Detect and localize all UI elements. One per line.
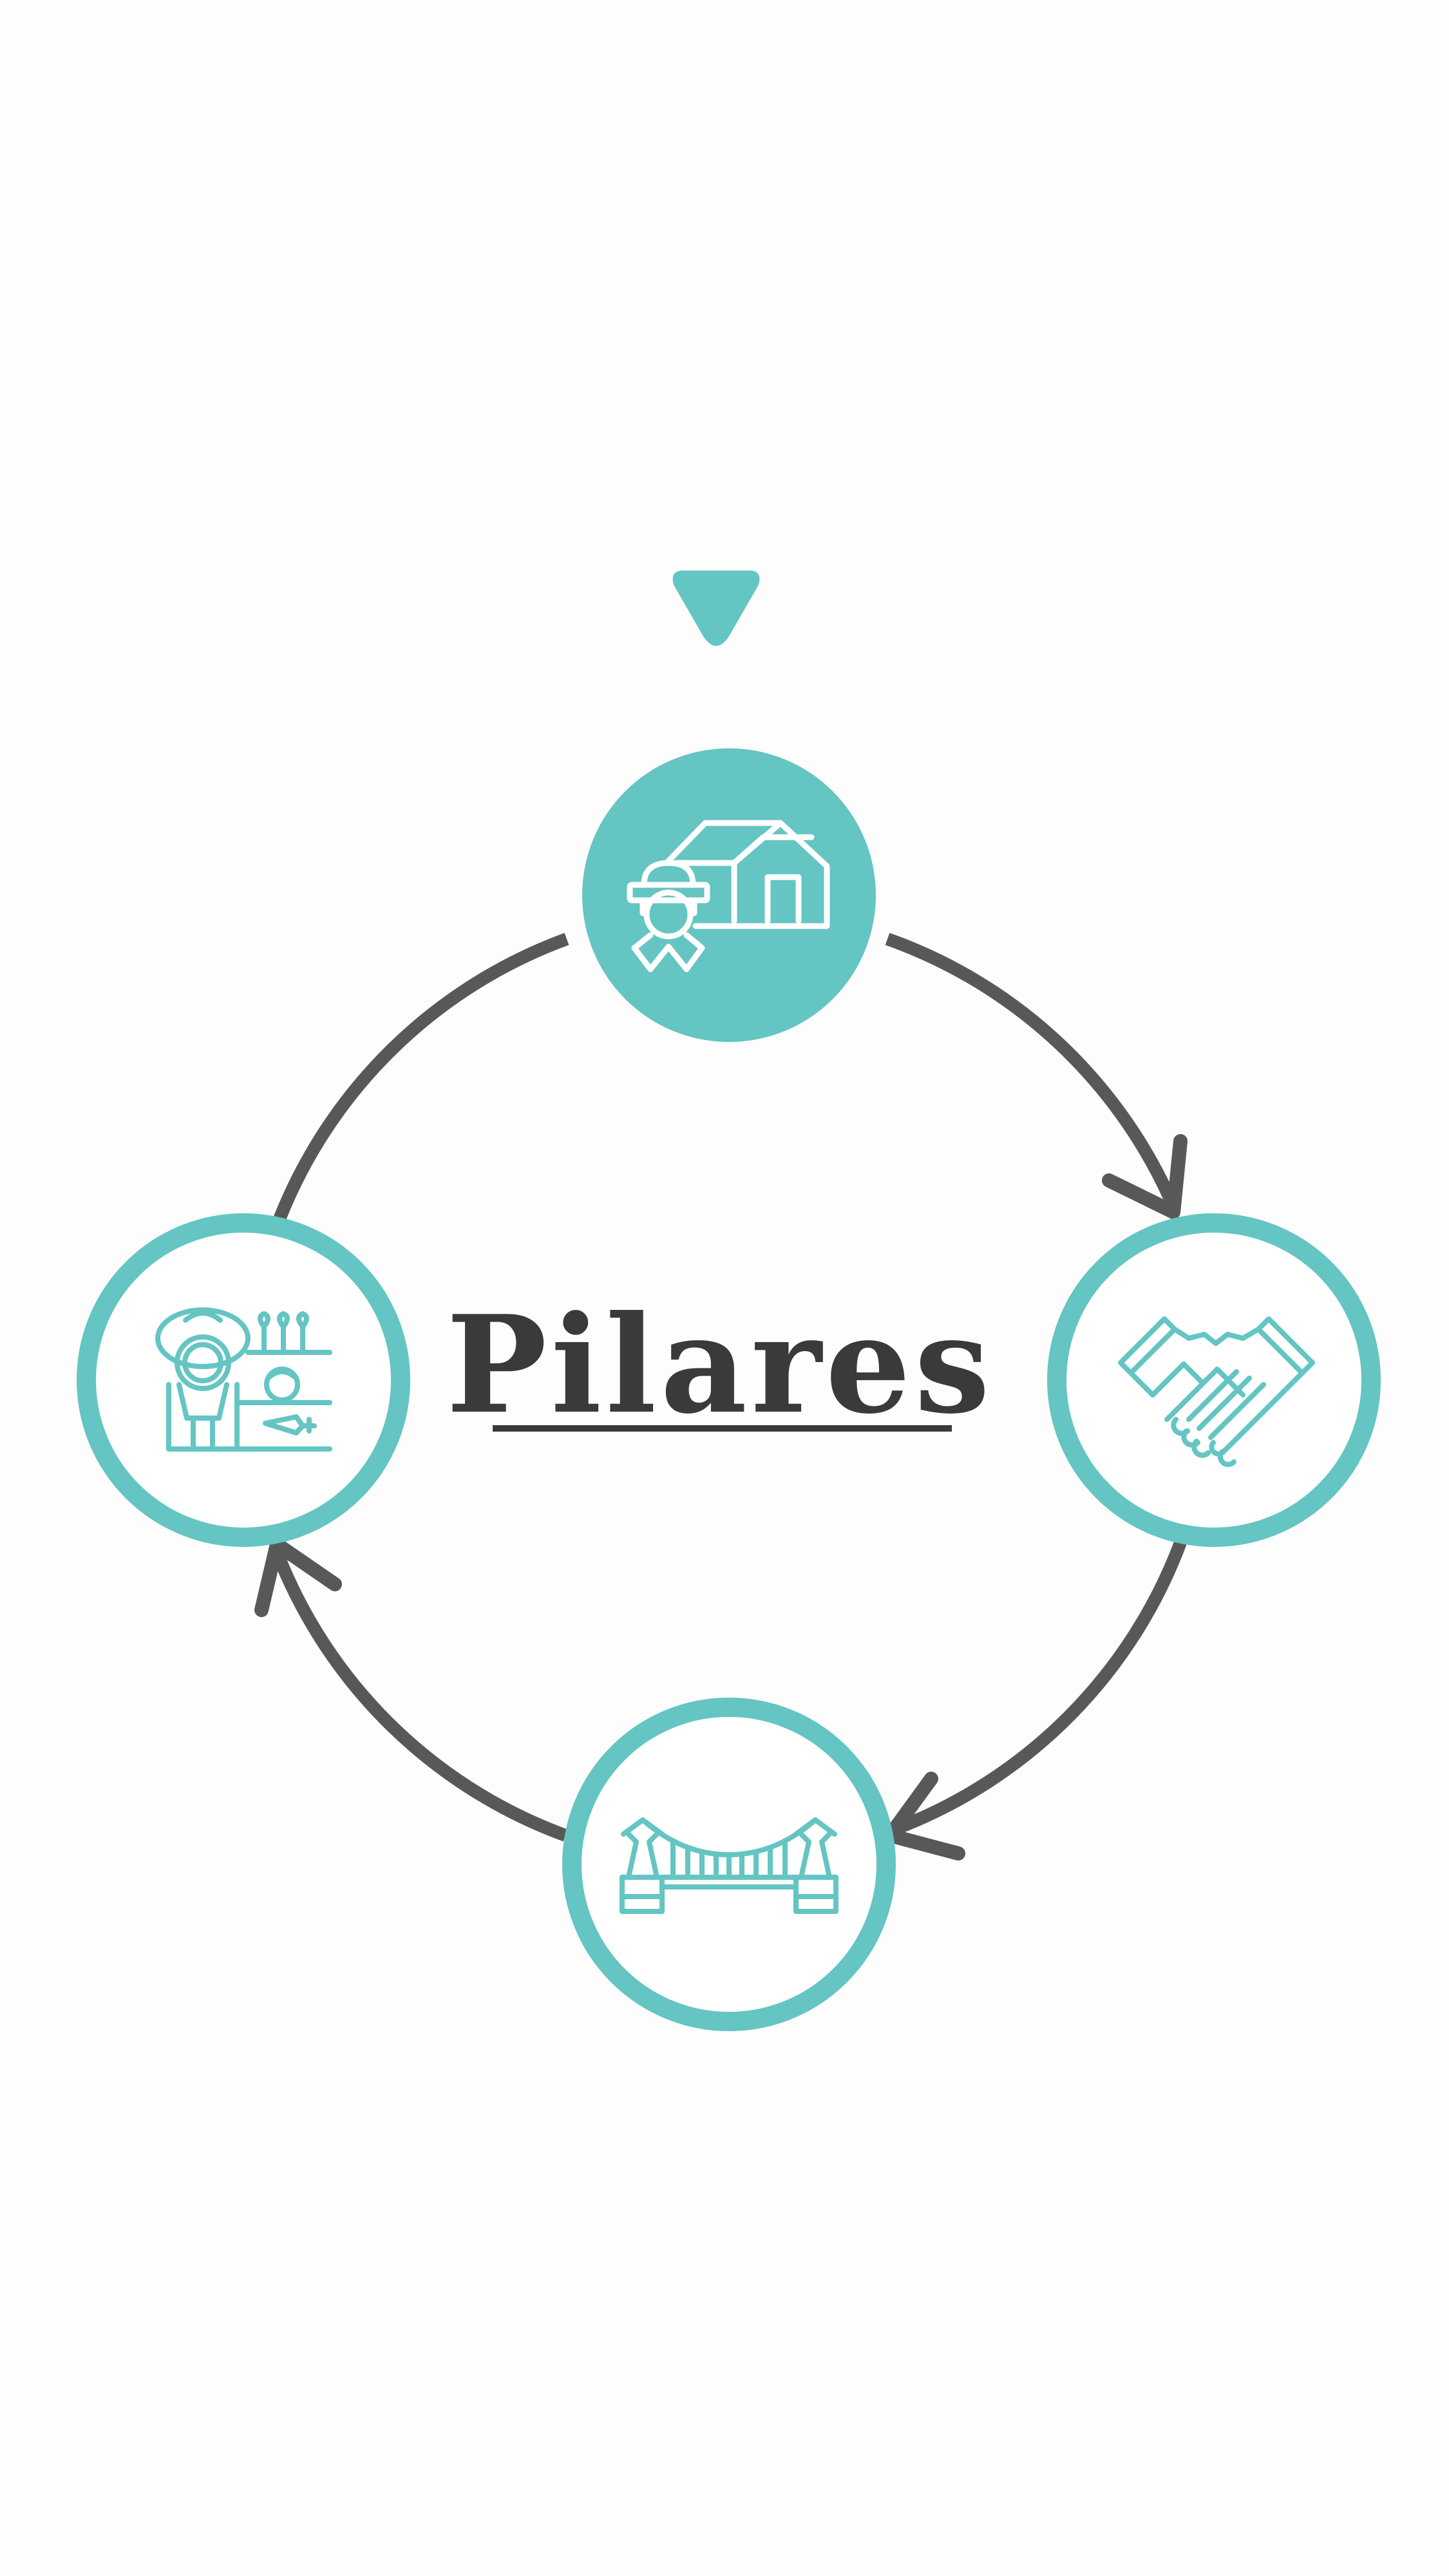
house-worker-node xyxy=(582,748,876,1042)
arc-right-to-bottom xyxy=(893,1537,1188,1835)
start-marker-icon xyxy=(672,571,760,646)
handshake-icon xyxy=(1118,1316,1315,1468)
farmer-crops-node-circle xyxy=(77,1213,410,1547)
handshake-node-circle xyxy=(1047,1213,1381,1547)
arc-top-to-right xyxy=(885,933,1182,1213)
house-worker-icon xyxy=(627,820,830,972)
arrowhead-left xyxy=(254,1537,342,1617)
diagram-title: Pilares xyxy=(446,1287,994,1444)
arc-bottom-to-left xyxy=(272,1553,568,1842)
farmer-crops-node xyxy=(77,1213,410,1547)
bridge-node xyxy=(562,1698,896,2031)
arc-left-to-top xyxy=(272,933,569,1225)
farmer-crops-icon xyxy=(155,1307,332,1452)
cycle-arrows xyxy=(272,933,1188,1842)
handshake-node xyxy=(1047,1213,1381,1547)
arrowhead-right xyxy=(1102,1134,1188,1219)
bridge-icon xyxy=(620,1817,838,1914)
house-worker-node-circle xyxy=(582,748,876,1042)
